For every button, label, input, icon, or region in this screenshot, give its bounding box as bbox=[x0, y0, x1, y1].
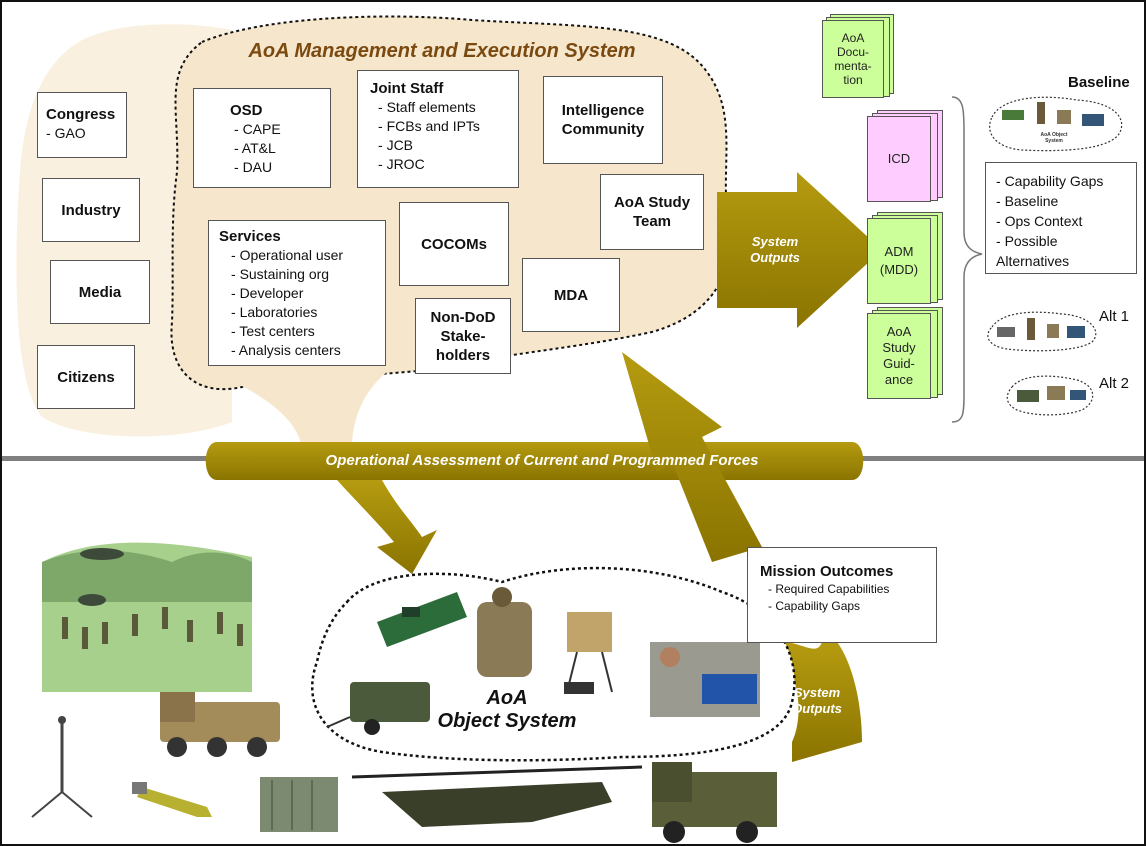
mda-label: MDA bbox=[553, 286, 589, 304]
trailer-icon bbox=[326, 682, 430, 735]
system-outputs-label-top: System Outputs bbox=[750, 234, 800, 265]
mda-box: MDA bbox=[522, 258, 620, 332]
assessment-band-label: Operational Assessment of Current and Pr… bbox=[325, 452, 759, 469]
baseline-item: Capability Gaps bbox=[996, 171, 1126, 191]
media-label: Media bbox=[78, 283, 122, 301]
gao-item: GAO bbox=[46, 124, 118, 143]
management-title: AoA Management and Execution System bbox=[248, 40, 636, 62]
object-system-title-line2: Object System bbox=[437, 710, 577, 732]
documentation-label: AoA Docu-menta-tion bbox=[834, 31, 872, 87]
osd-box: OSD CAPE AT&L DAU bbox=[193, 88, 331, 188]
alt2-equipment-icons bbox=[1017, 386, 1086, 402]
services-item: Sustaining org bbox=[231, 265, 375, 284]
landscape-scene bbox=[42, 542, 252, 692]
system-outputs-arrow-bottom bbox=[782, 642, 862, 762]
up-arrow bbox=[622, 352, 762, 562]
joint-staff-item: JROC bbox=[378, 155, 506, 174]
antenna-mast-icon bbox=[31, 716, 93, 818]
citizens-label: Citizens bbox=[57, 368, 115, 386]
doc-stack-guidance: AoA Study Guid-ance bbox=[867, 307, 943, 399]
shelter-icon bbox=[260, 777, 338, 832]
joint-staff-item: Staff elements bbox=[378, 98, 506, 117]
soldiers-icons bbox=[62, 607, 243, 649]
system-outputs-label-bottom: System Outputs bbox=[792, 685, 842, 716]
mission-outcomes-box: Mission Outcomes Required Capabilities C… bbox=[747, 547, 937, 643]
object-system-title-line1: AoA bbox=[486, 687, 528, 709]
non-dod-label: Non-DoD Stake-holders bbox=[430, 308, 496, 364]
services-box: Services Operational user Sustaining org… bbox=[208, 220, 386, 366]
services-item: Laboratories bbox=[231, 303, 375, 322]
baseline-item: Baseline bbox=[996, 191, 1126, 211]
baseline-equipment-icons bbox=[1002, 102, 1104, 126]
adm-label: ADM (MDD) bbox=[879, 244, 919, 277]
funnel-shape bbox=[212, 372, 387, 447]
osd-title: OSD bbox=[230, 102, 263, 119]
alt1-equipment-icons bbox=[997, 318, 1085, 340]
doc-stack-documentation: AoA Docu-menta-tion bbox=[822, 14, 894, 98]
osd-item: AT&L bbox=[234, 139, 310, 158]
intelligence-box: Intelligence Community bbox=[543, 76, 663, 164]
soldier-radio-icon bbox=[477, 587, 532, 677]
down-arrow bbox=[337, 480, 437, 574]
intelligence-label: Intelligence Community bbox=[561, 102, 645, 138]
industry-label: Industry bbox=[61, 201, 121, 219]
study-team-box: AoA Study Team bbox=[600, 174, 704, 250]
bomb-icon bbox=[132, 782, 212, 817]
fuel-truck-icon bbox=[160, 692, 280, 757]
congress-title: Congress bbox=[46, 106, 116, 123]
mission-outcomes-title: Mission Outcomes bbox=[760, 563, 894, 580]
alt1-label: Alt 1 bbox=[1099, 308, 1130, 325]
doc-stack-icd: ICD bbox=[867, 110, 943, 202]
citizens-box: Citizens bbox=[37, 345, 135, 409]
services-item: Operational user bbox=[231, 246, 375, 265]
services-item: Analysis centers bbox=[231, 341, 375, 360]
cocoms-label: COCOMs bbox=[421, 235, 487, 253]
system-outputs-arrow-top bbox=[717, 172, 882, 328]
joint-staff-item: JCB bbox=[378, 136, 506, 155]
media-box: Media bbox=[50, 260, 150, 324]
joint-staff-box: Joint Staff Staff elements FCBs and IPTs… bbox=[357, 70, 519, 188]
object-system-title: AoA Object System bbox=[422, 687, 592, 733]
mission-item: Required Capabilities bbox=[768, 581, 924, 598]
osd-item: DAU bbox=[234, 158, 310, 177]
baseline-item: Possible Alternatives bbox=[996, 231, 1126, 271]
helicopter-icon bbox=[351, 765, 643, 827]
mission-item: Capability Gaps bbox=[768, 598, 924, 615]
baseline-details-box: Capability Gaps Baseline Ops Context Pos… bbox=[985, 162, 1137, 274]
baseline-label: Baseline bbox=[1068, 74, 1130, 91]
services-item: Developer bbox=[231, 284, 375, 303]
study-team-label: AoA Study Team bbox=[613, 194, 691, 230]
services-item: Test centers bbox=[231, 322, 375, 341]
services-title: Services bbox=[219, 228, 281, 245]
outputs-bracket bbox=[951, 96, 983, 423]
icd-label: ICD bbox=[887, 151, 911, 166]
guidance-label: AoA Study Guid-ance bbox=[882, 324, 916, 387]
doc-stack-adm: ADM (MDD) bbox=[867, 212, 943, 304]
baseline-item: Ops Context bbox=[996, 211, 1126, 231]
joint-staff-title: Joint Staff bbox=[370, 80, 444, 97]
osd-item: CAPE bbox=[234, 120, 310, 139]
baseline-caption: AoA Object System bbox=[1040, 132, 1068, 144]
industry-box: Industry bbox=[42, 178, 140, 242]
cocoms-box: COCOMs bbox=[399, 202, 509, 286]
field-equipment-icon bbox=[564, 612, 613, 694]
alt2-label: Alt 2 bbox=[1099, 375, 1130, 392]
joint-staff-item: FCBs and IPTs bbox=[378, 117, 506, 136]
alt1-blob bbox=[987, 311, 1097, 352]
operator-workstation-icon bbox=[650, 642, 760, 717]
congress-box: Congress GAO bbox=[37, 92, 127, 158]
circuit-board-icon bbox=[377, 592, 467, 647]
non-dod-box: Non-DoD Stake-holders bbox=[415, 298, 511, 374]
cargo-truck-icon bbox=[652, 762, 777, 843]
